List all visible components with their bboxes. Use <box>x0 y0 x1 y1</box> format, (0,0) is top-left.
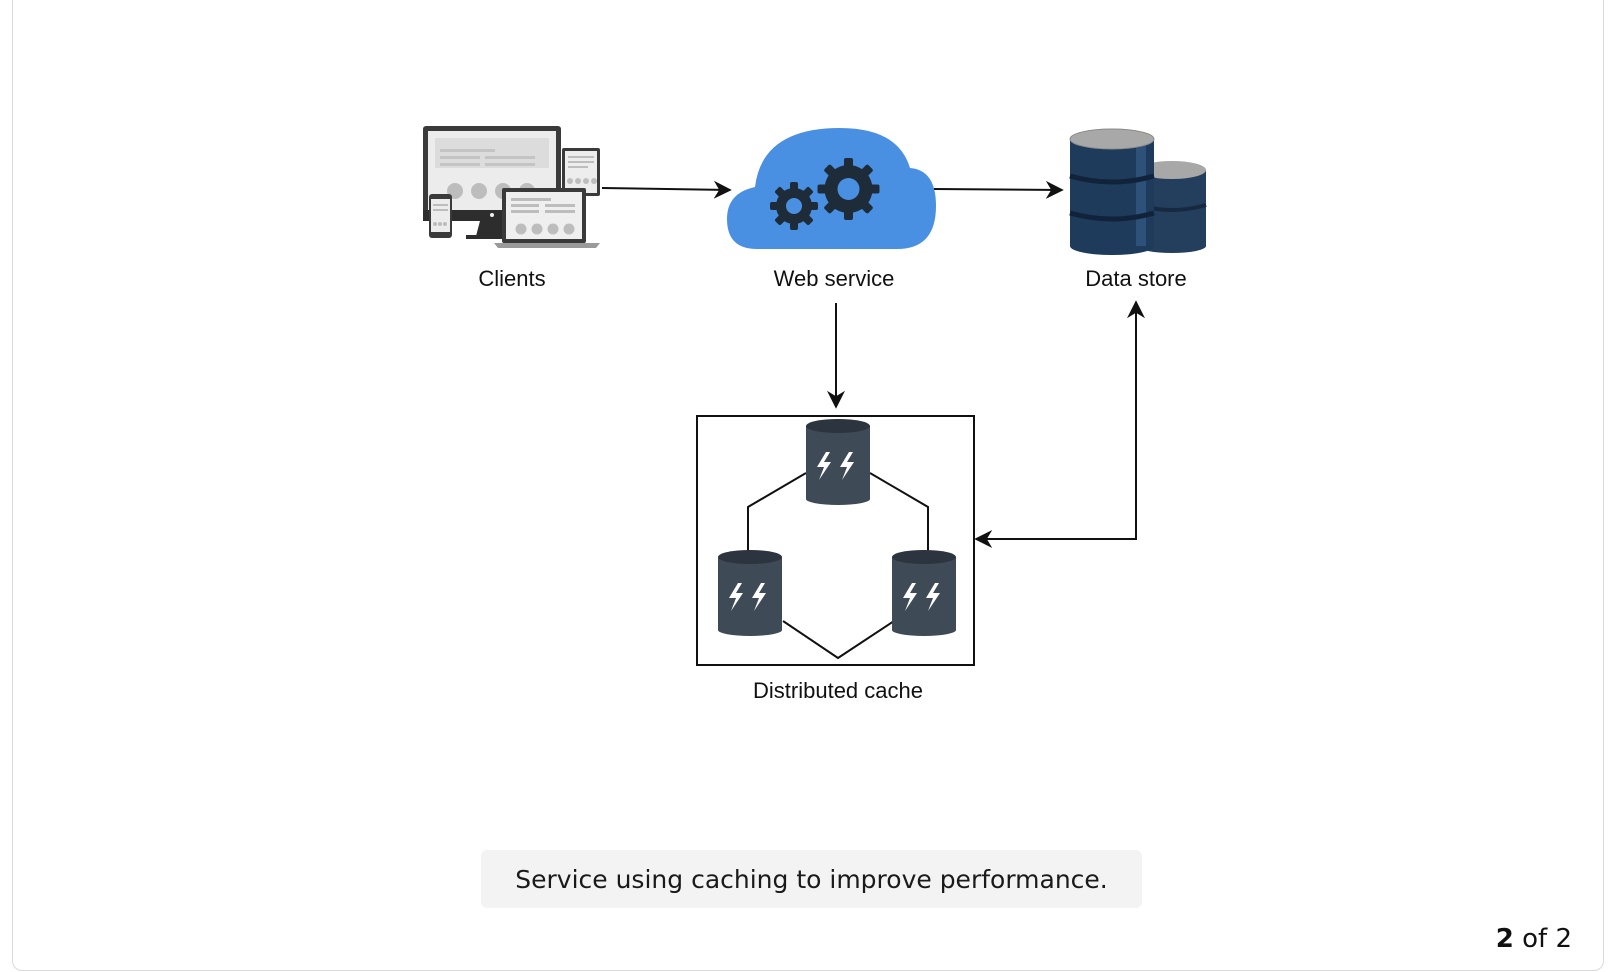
cache-node-left-icon <box>718 550 782 636</box>
cloud-gears-icon <box>727 128 936 249</box>
web-service-label: Web service <box>773 266 895 291</box>
arrow-web-service-to-data-store <box>933 180 1064 199</box>
arrow-clients-to-web-service <box>601 180 732 199</box>
data-store-label: Data store <box>1085 266 1187 291</box>
pager-current: 2 <box>1495 924 1514 954</box>
cache-node-top-icon <box>806 419 870 505</box>
slide-pager: 2 of 2 <box>1496 924 1572 954</box>
large-gear-icon <box>817 158 880 220</box>
distributed-cache-label: Distributed cache <box>753 678 923 703</box>
devices-icon <box>423 126 600 248</box>
pager-total: 2 <box>1555 924 1572 954</box>
distributed-cache-box <box>696 415 975 666</box>
cache-node-right-icon <box>892 550 956 636</box>
cache-cluster-links <box>747 472 929 660</box>
slide-caption: Service using caching to improve perform… <box>481 850 1142 908</box>
caption-text: Service using caching to improve perform… <box>515 864 1108 894</box>
pager-separator: of <box>1522 924 1548 954</box>
arrow-cache-data-store <box>974 300 1145 548</box>
small-gear-icon <box>770 182 818 230</box>
clients-label: Clients <box>478 266 546 291</box>
database-icon <box>1069 128 1207 255</box>
